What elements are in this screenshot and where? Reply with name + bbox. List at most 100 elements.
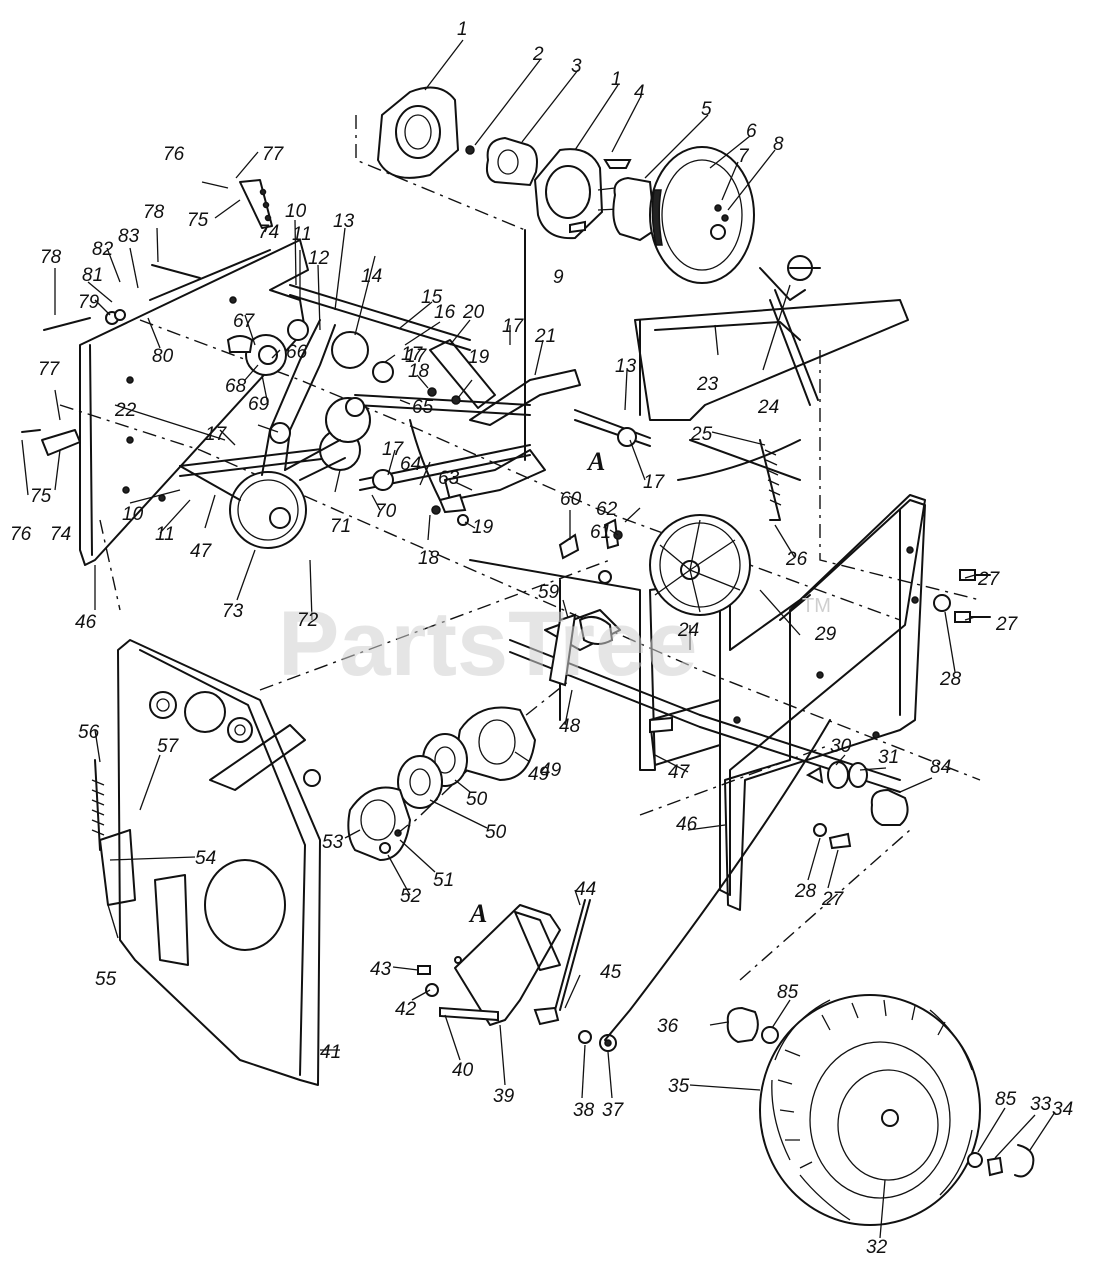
rod-44 <box>554 899 586 1011</box>
section-marker-a-upper: A <box>586 447 605 476</box>
callout: 8 <box>773 134 784 155</box>
callout: 25 <box>690 424 713 445</box>
bracket-75-74b <box>41 429 81 456</box>
callout: 31 <box>878 747 899 768</box>
bushing-36 <box>726 1006 759 1044</box>
leader-lines <box>21 39 1056 1239</box>
clevis-45 <box>533 1006 560 1026</box>
right-hardware <box>805 569 991 850</box>
section-markers: A A <box>468 447 605 928</box>
callout: 20 <box>462 302 485 323</box>
callout: 69 <box>248 394 270 415</box>
callout: 67 <box>233 311 256 332</box>
callout: 72 <box>297 610 319 631</box>
callout: 63 <box>438 468 460 489</box>
callout: 43 <box>370 959 392 980</box>
flange-49b <box>347 786 412 862</box>
callout: 77 <box>38 359 61 380</box>
callout: 19 <box>468 347 490 368</box>
washer-2 <box>465 145 475 155</box>
callout: 10 <box>122 504 144 525</box>
sprocket-14 <box>331 331 369 369</box>
callout: 11 <box>155 524 175 545</box>
drive-disc-assembly <box>376 86 755 284</box>
washer-38 <box>578 1030 592 1044</box>
callout: 70 <box>375 501 397 522</box>
callout: 18 <box>408 361 430 382</box>
callout: 23 <box>696 374 719 395</box>
callout: 11 <box>292 224 312 245</box>
callout: 52 <box>400 886 422 907</box>
callout: 33 <box>1030 1094 1052 1115</box>
bolt-62 <box>603 518 620 550</box>
callout: 47 <box>190 541 213 562</box>
washer-42 <box>425 983 439 997</box>
callout: 85 <box>995 1089 1017 1110</box>
callout: 17 <box>382 439 405 460</box>
callout: 13 <box>615 356 637 377</box>
partstree-watermark: PartsTree TM <box>278 593 831 695</box>
callout: 76 <box>163 144 185 165</box>
callout: 5 <box>701 99 712 120</box>
screw-9 <box>569 220 586 234</box>
spacer-84 <box>870 788 909 826</box>
washer-85a <box>761 1026 779 1044</box>
spring-56 <box>94 759 101 851</box>
callout: 51 <box>433 870 454 891</box>
washer-31 <box>848 762 868 788</box>
callout: 24 <box>757 397 779 418</box>
callout: 18 <box>418 548 440 569</box>
impeller-pulley <box>544 514 751 651</box>
watermark-text: PartsTree <box>278 593 697 695</box>
lever-39 <box>454 904 561 1026</box>
callout: 40 <box>452 1060 474 1081</box>
callout: 21 <box>534 326 556 347</box>
callout: 27 <box>821 889 845 910</box>
callout: 77 <box>262 144 285 165</box>
callout: 17 <box>205 424 228 445</box>
callout: 85 <box>777 982 799 1003</box>
assembly-centerlines <box>59 115 981 981</box>
callout: 41 <box>320 1042 341 1063</box>
washer-28a <box>933 594 951 612</box>
callout: 73 <box>222 601 244 622</box>
callout: 35 <box>668 1076 690 1097</box>
callout: 36 <box>657 1016 679 1037</box>
nut-52 <box>379 842 391 854</box>
callout: 16 <box>434 302 456 323</box>
callout: 28 <box>939 669 962 690</box>
callout: 47 <box>668 762 691 783</box>
callout: 66 <box>286 342 308 363</box>
callout: 75 <box>30 486 52 507</box>
callout: 42 <box>395 999 417 1020</box>
callout: 83 <box>118 226 140 247</box>
section-marker-a-lower: A <box>468 899 487 928</box>
bearing-50b <box>397 755 443 809</box>
callout: 74 <box>258 222 279 243</box>
callout: 4 <box>634 82 645 103</box>
washer-67 <box>226 335 254 353</box>
callout: 1 <box>611 69 622 90</box>
callout: 28 <box>794 881 817 902</box>
bearing-17f <box>617 427 637 447</box>
callout: 54 <box>195 848 216 869</box>
callout: 1 <box>457 19 468 40</box>
callout: 44 <box>575 879 596 900</box>
callout: 48 <box>559 716 581 737</box>
right-side-plate-46 <box>649 499 926 911</box>
callout: 19 <box>472 517 494 538</box>
callout: 17 <box>502 316 525 337</box>
cable-and-brackets <box>179 465 831 1041</box>
bearing-17d <box>269 422 291 444</box>
callout: 6 <box>746 121 757 142</box>
shaft-48 <box>548 613 577 687</box>
callout: 60 <box>560 489 582 510</box>
callout: 3 <box>571 56 582 77</box>
callout: 78 <box>143 202 165 223</box>
callout: 17 <box>405 346 428 367</box>
callout: 12 <box>308 248 330 269</box>
callout: 14 <box>361 266 382 287</box>
callout: 56 <box>78 722 100 743</box>
bearing-17e <box>372 469 394 491</box>
